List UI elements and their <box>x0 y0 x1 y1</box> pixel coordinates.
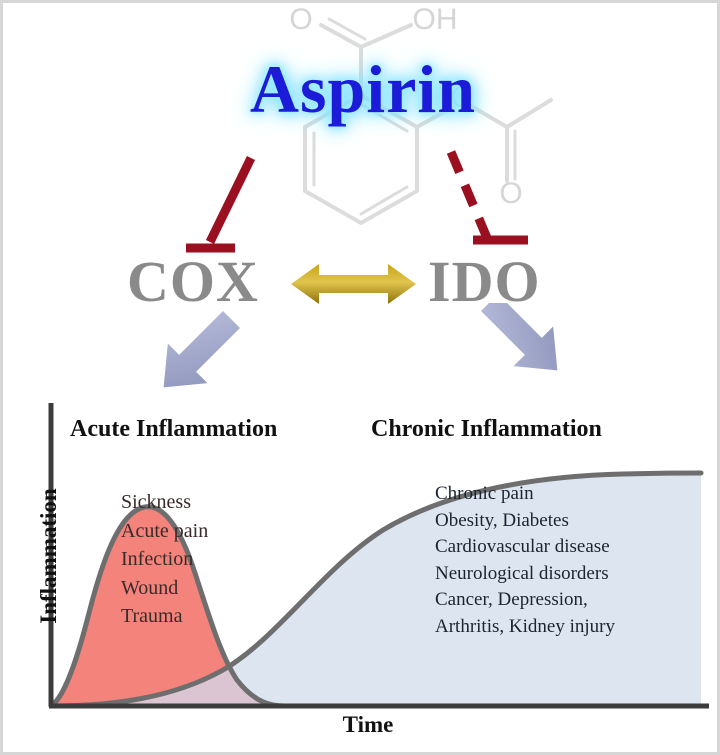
aspirin-molecule-icon: O OH O O <box>289 3 553 226</box>
y-axis-label: Inflammation <box>36 488 61 624</box>
atom-label-o-carboxyl: O <box>289 3 312 36</box>
list-item: Acute pain <box>121 519 209 542</box>
acute-area <box>51 506 285 706</box>
acute-symptom-list: Sickness Acute pain Infection Wound Trau… <box>121 488 208 631</box>
list-item: Cardiovascular disease <box>435 536 610 557</box>
atom-label-o-carbonyl: O <box>499 177 522 210</box>
list-item: Neurological disorders <box>435 562 609 584</box>
list-item: Sickness <box>121 491 191 513</box>
bidirectional-gold-arrow-icon <box>291 264 416 304</box>
inflammation-chart-plot <box>48 403 709 709</box>
chronic-condition-list: Chronic pain Obesity, Diabetes Cardiovas… <box>435 481 615 640</box>
acute-curve <box>48 504 288 709</box>
acute-inflammation-heading: Acute Inflammation <box>70 416 278 442</box>
atom-label-oh: OH <box>413 3 458 36</box>
list-item: Wound <box>121 576 179 599</box>
list-item: Trauma <box>121 605 183 627</box>
downstream-arrows <box>163 303 558 388</box>
list-item: Obesity, Diabetes <box>435 509 569 531</box>
enzyme-label-cox: COX <box>127 249 259 314</box>
page-title: Aspirin <box>249 51 477 127</box>
x-axis-label: Time <box>342 712 394 737</box>
enzyme-row: COX IDO <box>3 249 717 314</box>
chronic-curve <box>48 470 704 709</box>
cox-inhibition-icon <box>186 156 256 253</box>
enzyme-label-ido: IDO <box>428 249 541 314</box>
inflammation-chart: Acute Inflammation Chronic Inflammation … <box>23 398 713 743</box>
arrow-cox-to-acute <box>163 311 240 388</box>
chronic-area <box>51 473 701 706</box>
list-item: Infection <box>121 548 194 570</box>
chronic-inflammation-heading: Chronic Inflammation <box>371 416 602 442</box>
list-item: Cancer, Depression, <box>435 589 588 610</box>
list-item: Chronic pain <box>435 483 534 504</box>
arrow-ido-to-chronic <box>481 303 558 371</box>
ido-inhibition-icon <box>446 150 528 245</box>
list-item: Arthritis, Kidney injury <box>435 615 615 637</box>
